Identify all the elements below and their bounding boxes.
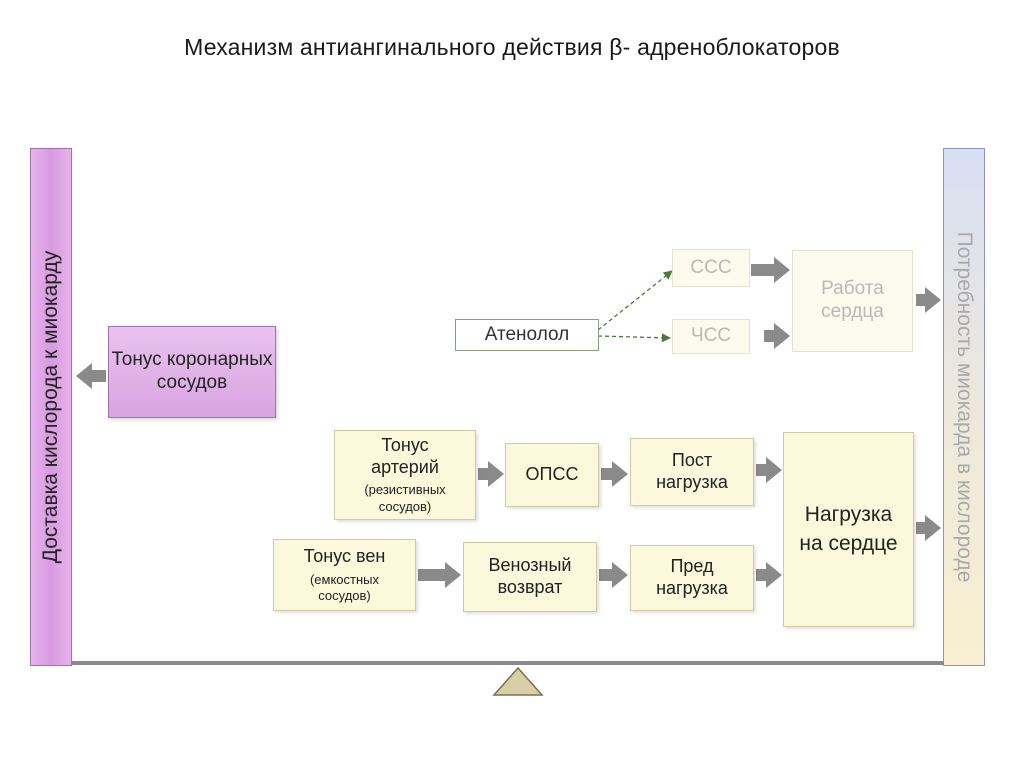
afterload-box: Пост нагрузка — [630, 438, 754, 506]
preload-box: Пред нагрузка — [630, 545, 754, 611]
opss-box: ОПСС — [505, 443, 599, 507]
arrow-return-preload — [599, 562, 628, 588]
dashed-arrow-atenolol-sss — [597, 270, 673, 331]
arrow-vein-return — [418, 562, 461, 588]
arrow-preload-load — [756, 562, 782, 588]
arrow-sss-work — [751, 257, 790, 283]
arrow-work-demand — [916, 287, 941, 313]
arrow-opss-afterload — [601, 461, 628, 487]
fulcrum-triangle — [492, 666, 544, 696]
arrow-arterial-opss — [478, 461, 504, 487]
balance-beam — [72, 661, 944, 665]
arrow-afterload-load — [756, 457, 782, 483]
dashed-arrow-atenolol-chss — [597, 333, 671, 343]
arterial-tone-box: Тонус артерий (резистивных сосудов) — [334, 430, 476, 520]
heart-load-box: Нагрузка на сердце — [783, 432, 914, 627]
page-title: Механизм антиангинального действия β- ад… — [184, 34, 840, 60]
oxygen-delivery-bar — [30, 148, 72, 666]
chss-box: ЧСС — [672, 319, 750, 354]
arrow-load-demand — [916, 515, 941, 541]
arrow-to-delivery — [76, 363, 106, 389]
vein-tone-box: Тонус вен (емкостных сосудов) — [273, 539, 416, 611]
coronary-tone-box: Тонус коронарных сосудов — [108, 326, 276, 418]
venous-return-box: Венозный возврат — [463, 542, 597, 612]
atenolol-box: Атенолол — [455, 319, 599, 351]
arrow-chss-work — [764, 323, 790, 349]
heart-work-box: Работа сердца — [792, 250, 913, 352]
sss-box: ССС — [672, 249, 750, 287]
oxygen-demand-bar — [943, 148, 985, 666]
